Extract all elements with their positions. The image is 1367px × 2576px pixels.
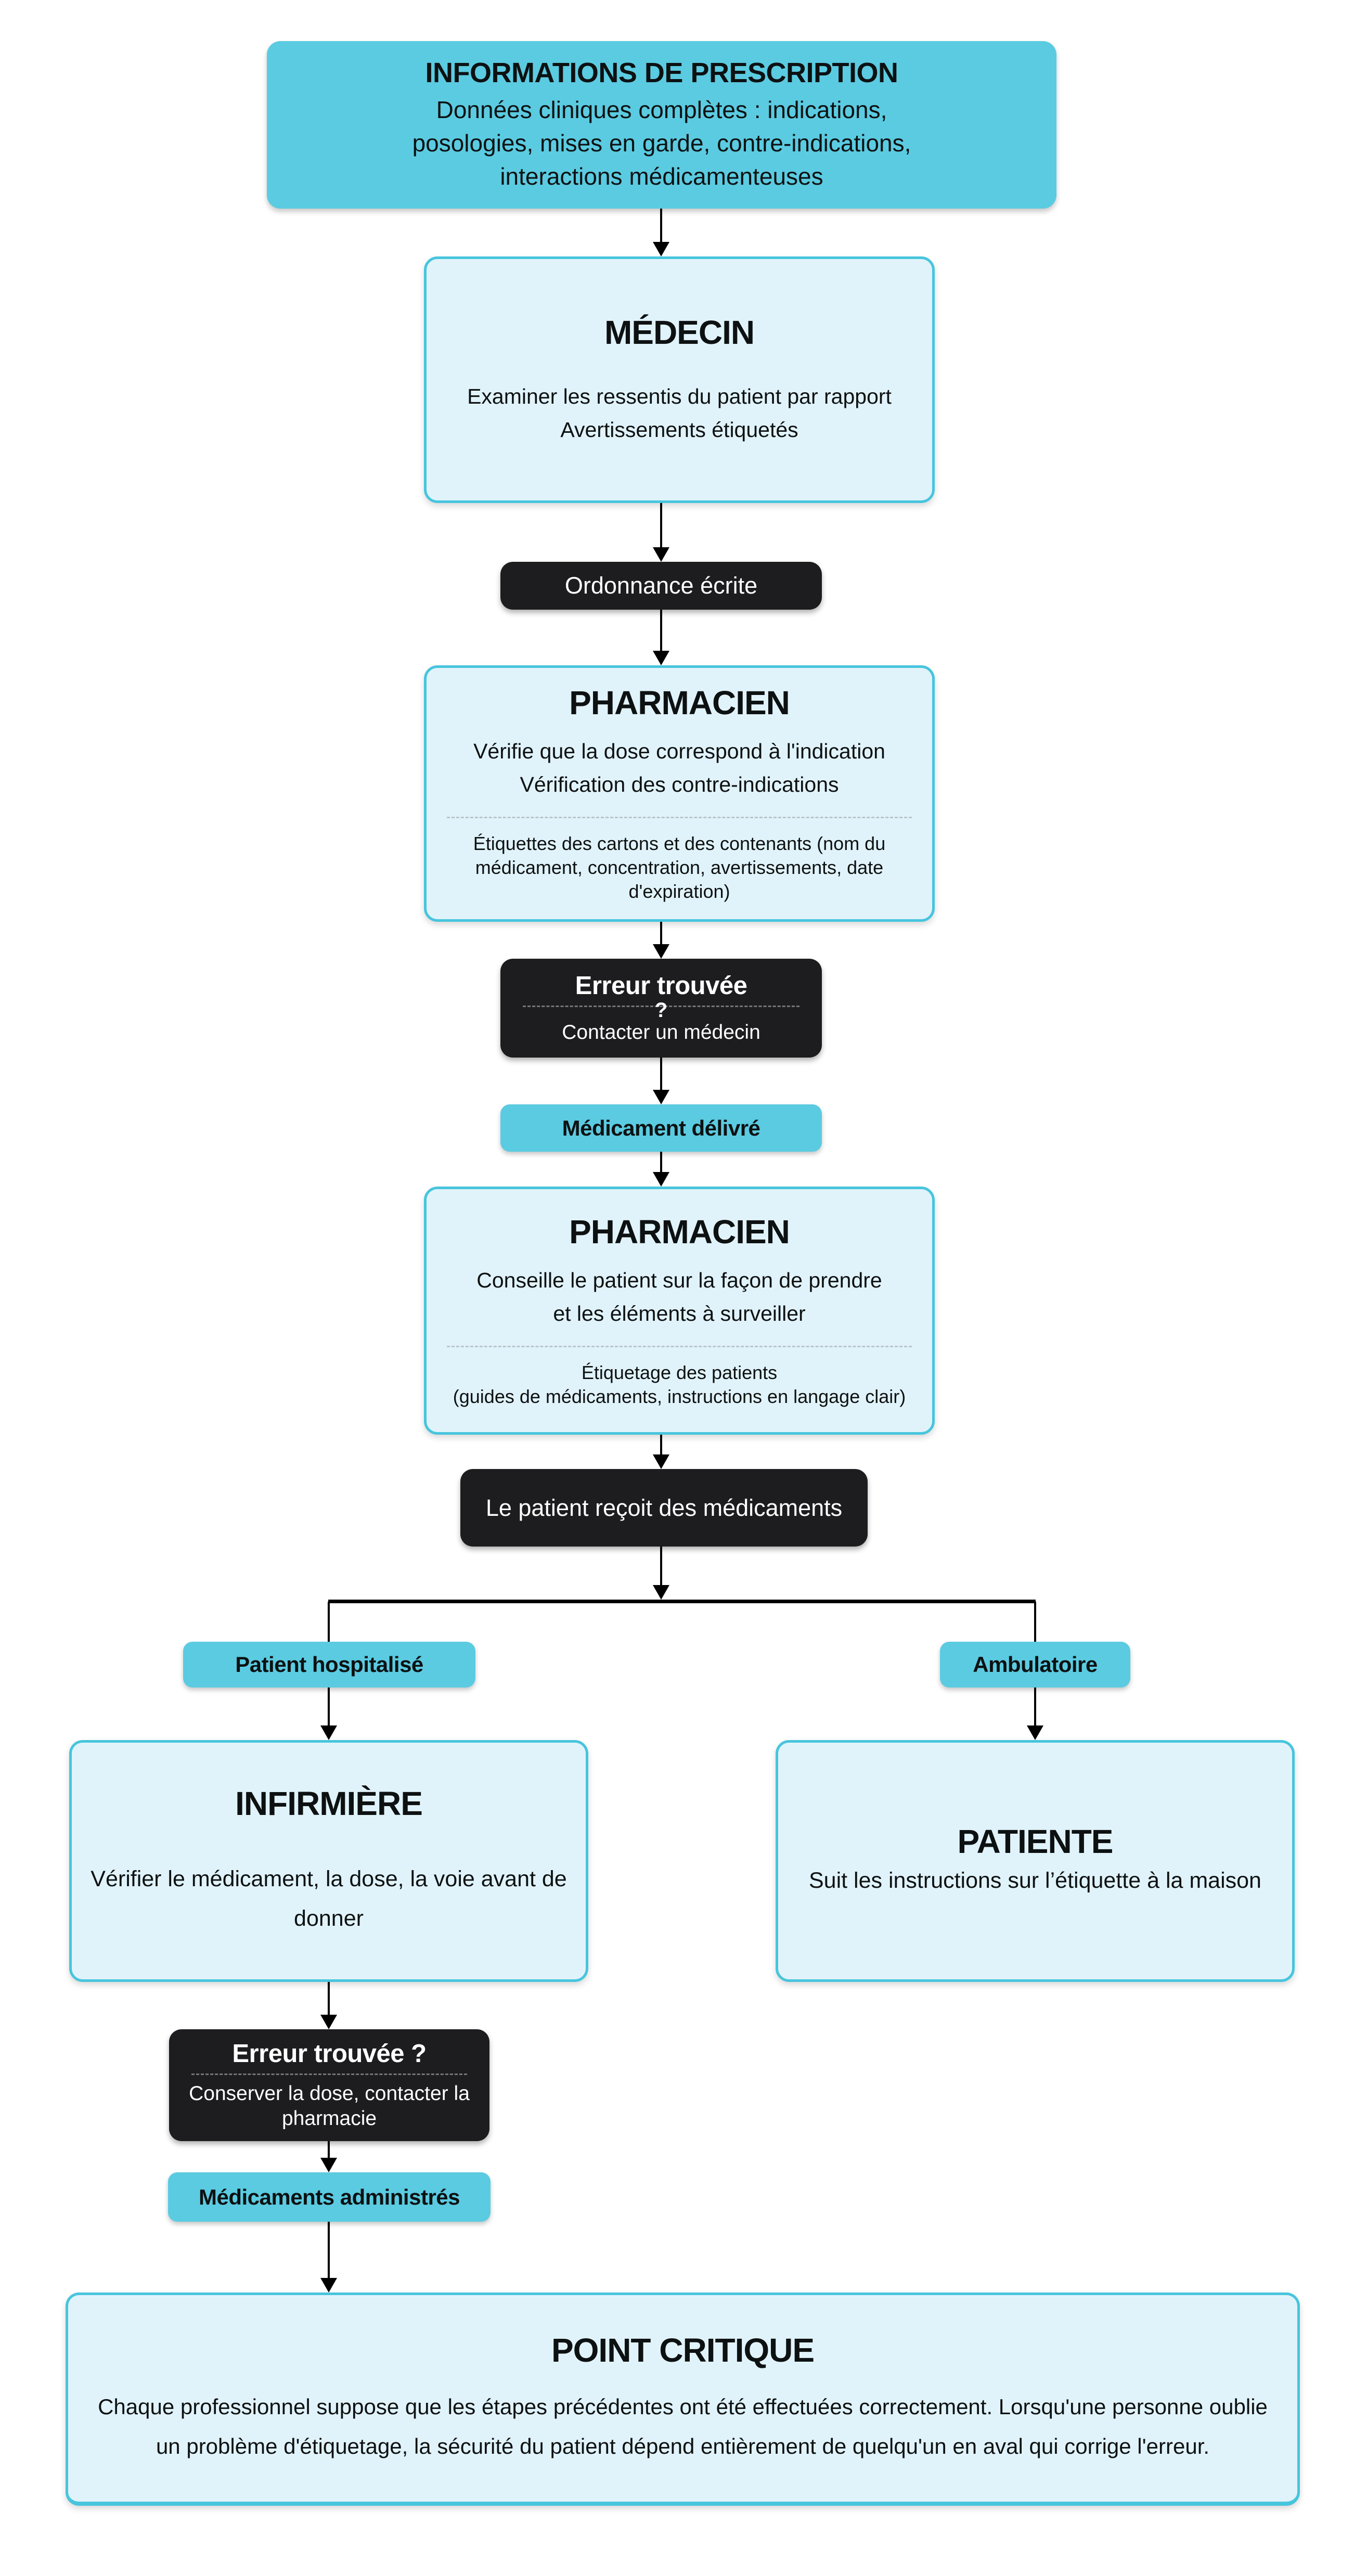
connector-line xyxy=(1034,1688,1036,1726)
connector-line xyxy=(660,922,662,945)
connector-line xyxy=(660,1152,662,1173)
node-line: Conseille le patient sur la façon de pre… xyxy=(476,1268,882,1292)
connector-line xyxy=(660,1547,662,1586)
node-label: Médicaments administrés xyxy=(198,2184,460,2209)
node-label: Le patient reçoit des médicaments xyxy=(485,1494,843,1521)
node-erreur-trouvee-pharmacie: Erreur trouvée ? Contacter un médecin xyxy=(500,959,822,1058)
node-patiente: PATIENTE Suit les instructions sur l’éti… xyxy=(776,1740,1295,1982)
connector-line xyxy=(328,1982,330,2015)
node-body: Vérifier le médicament, la dose, la voie… xyxy=(91,1866,567,1931)
arrow-down-icon xyxy=(653,944,669,959)
node-note: (guides de médicaments, instructions en … xyxy=(453,1386,906,1407)
node-label: Ordonnance écrite xyxy=(564,572,758,599)
node-patient-recoit-medicaments: Le patient reçoit des médicaments xyxy=(460,1469,868,1547)
arrow-down-icon xyxy=(653,242,669,256)
arrow-down-icon xyxy=(320,2278,337,2292)
node-body: Chaque professionnel suppose que les éta… xyxy=(98,2394,1268,2458)
connector-line xyxy=(1034,1602,1036,1642)
arrow-down-icon xyxy=(653,1585,669,1600)
connector-line xyxy=(660,503,662,548)
connector-line xyxy=(660,610,662,651)
node-title: POINT CRITIQUE xyxy=(551,2331,815,2369)
connector-line xyxy=(660,209,662,242)
node-question-mark: ? xyxy=(654,999,668,1022)
node-line: Avertissements étiquetés xyxy=(560,418,798,442)
node-erreur-trouvee-infirmiere: Erreur trouvée ? Conserver la dose, cont… xyxy=(169,2029,489,2141)
node-subtitle: Conserver la dose, contacter la pharmaci… xyxy=(189,2082,470,2130)
node-title: PHARMACIEN xyxy=(569,684,790,722)
connector-line xyxy=(328,1602,330,1642)
arrow-down-icon xyxy=(320,2158,337,2172)
node-line: Examiner les ressentis du patient par ra… xyxy=(467,384,892,408)
node-line: Vérifie que la dose correspond à l'indic… xyxy=(473,739,885,763)
connector-line xyxy=(328,1688,330,1726)
connector-line xyxy=(328,2141,330,2158)
node-medicaments-administres: Médicaments administrés xyxy=(168,2172,491,2222)
arrow-down-icon xyxy=(653,1454,669,1469)
arrow-down-icon xyxy=(1027,1725,1043,1740)
node-patient-hospitalise: Patient hospitalisé xyxy=(183,1642,475,1688)
node-ordonnance-ecrite: Ordonnance écrite xyxy=(500,562,822,610)
node-point-critique: POINT CRITIQUE Chaque professionnel supp… xyxy=(66,2292,1300,2506)
node-informations-prescription: INFORMATIONS DE PRESCRIPTION Données cli… xyxy=(267,41,1056,209)
branch-line xyxy=(328,1600,1036,1603)
node-body: Données cliniques complètes : indication… xyxy=(412,96,911,190)
arrow-down-icon xyxy=(320,2015,337,2029)
node-label: Médicament délivré xyxy=(562,1115,760,1140)
node-ambulatoire: Ambulatoire xyxy=(940,1642,1130,1688)
arrow-down-icon xyxy=(320,1725,337,1740)
arrow-down-icon xyxy=(653,547,669,562)
arrow-down-icon xyxy=(653,1172,669,1187)
node-medecin: MÉDECIN Examiner les ressentis du patien… xyxy=(424,256,935,503)
node-label: Ambulatoire xyxy=(973,1652,1098,1677)
node-infirmiere: INFIRMIÈRE Vérifier le médicament, la do… xyxy=(69,1740,588,1982)
arrow-down-icon xyxy=(653,1090,669,1104)
arrow-down-icon xyxy=(653,651,669,665)
section-divider xyxy=(523,1006,799,1007)
node-subtitle: Contacter un médecin xyxy=(562,1021,760,1044)
connector-line xyxy=(660,1435,662,1455)
node-body: Suit les instructions sur l’étiquette à … xyxy=(809,1867,1261,1893)
node-label: Patient hospitalisé xyxy=(235,1652,423,1677)
node-title: Erreur trouvée xyxy=(575,972,747,1000)
node-note: Étiquetage des patients xyxy=(581,1362,778,1383)
node-note: Étiquettes des cartons et des contenants… xyxy=(473,833,886,902)
section-divider xyxy=(191,2073,467,2075)
node-title: PATIENTE xyxy=(957,1822,1114,1860)
node-line: Vérification des contre-indications xyxy=(520,772,839,796)
node-title: PHARMACIEN xyxy=(569,1213,790,1251)
connector-line xyxy=(328,2222,330,2278)
node-line: et les éléments à surveiller xyxy=(553,1302,806,1325)
node-title: MÉDECIN xyxy=(604,314,755,351)
connector-line xyxy=(660,1058,662,1090)
node-pharmacien-verification: PHARMACIEN Vérifie que la dose correspon… xyxy=(424,665,935,922)
section-divider xyxy=(446,1346,912,1347)
node-pharmacien-conseil: PHARMACIEN Conseille le patient sur la f… xyxy=(424,1187,935,1435)
node-medicament-delivre: Médicament délivré xyxy=(500,1104,822,1152)
node-title: INFORMATIONS DE PRESCRIPTION xyxy=(425,57,898,88)
section-divider xyxy=(446,817,912,818)
node-title: Erreur trouvée ? xyxy=(232,2040,427,2068)
node-title: INFIRMIÈRE xyxy=(235,1784,423,1822)
